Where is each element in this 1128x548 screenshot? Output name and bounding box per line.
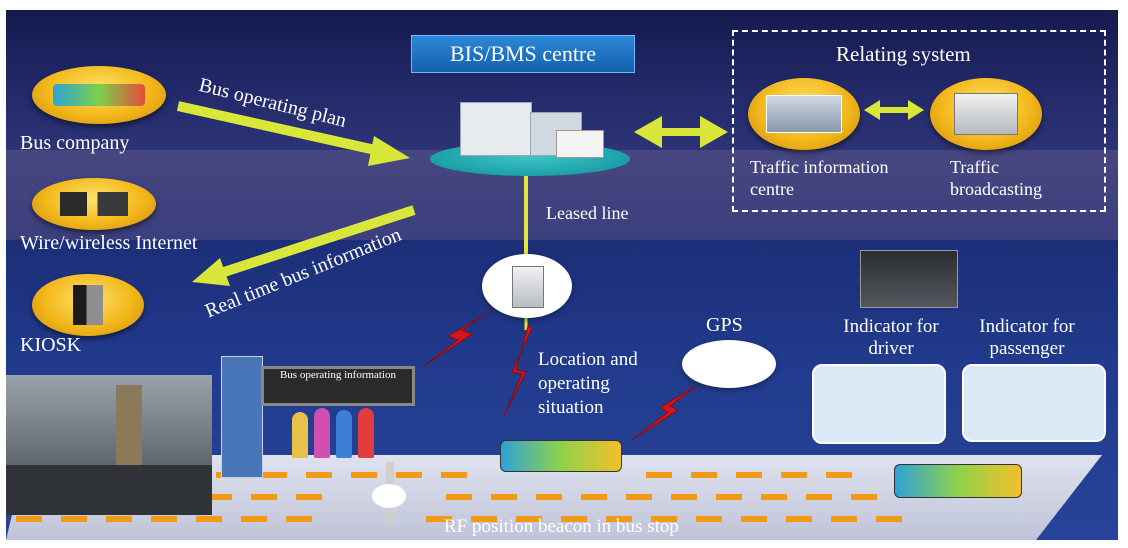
indicator-driver-label: Indicator for driver (843, 316, 939, 359)
relating-system-box (732, 30, 1106, 212)
broadcast-building-icon (954, 93, 1018, 135)
driver-indicator-bubble (812, 364, 946, 444)
driver-cab-photo (860, 250, 958, 308)
bis-bms-centre-box: BIS/BMS centre (411, 35, 635, 73)
bus-stop-photo (6, 375, 212, 515)
rf-beacon-caption: RF position beacon in bus stop (444, 516, 679, 537)
traffic-broadcasting-label: Traffic broadcasting (950, 157, 1042, 199)
server-icon (512, 266, 544, 308)
bus-right (894, 464, 1022, 498)
traffic-information-centre-oval (748, 78, 860, 150)
leased-line-label: Leased line (546, 203, 629, 223)
traffic-camera-icon (766, 95, 842, 133)
server-cloud (482, 254, 572, 318)
traffic-link-arrow (864, 100, 924, 120)
kiosk-icon (73, 285, 103, 325)
bus-company-label: Bus company (20, 132, 130, 154)
bus-company-oval (32, 66, 166, 124)
computer-phone-icon (60, 192, 128, 216)
centre-relating-double-arrow (634, 116, 728, 148)
kiosk-label: KIOSK (20, 334, 82, 356)
bus-icon (53, 84, 145, 106)
lightning-to-bus (503, 325, 533, 417)
passenger-indicator-bubble (962, 364, 1106, 442)
traffic-broadcasting-oval (930, 78, 1042, 150)
centre-building (430, 96, 630, 176)
rf-beacon-head (372, 484, 406, 508)
gps-label: GPS (706, 314, 743, 336)
real-time-arrow (192, 205, 416, 286)
diagram-canvas: BIS/BMS centre Relating system Traffic i… (6, 10, 1118, 540)
internet-oval (32, 178, 156, 230)
lightning-to-display (423, 309, 493, 367)
bus-operating-information-display: Bus operating information (261, 366, 415, 406)
lightning-gps-bus (631, 385, 697, 441)
bus-stop-panel (221, 356, 263, 478)
internet-label: Wire/wireless Internet (20, 232, 198, 254)
gps-cloud (682, 340, 776, 388)
passengers-group (290, 406, 380, 462)
indicator-passenger-label: Indicator for passenger (979, 316, 1075, 359)
traffic-information-centre-label: Traffic information centre (750, 157, 889, 199)
location-operating-situation-label: Location and operating situation (538, 349, 638, 418)
relating-system-title: Relating system (836, 42, 971, 66)
bus-operating-plan-arrow (176, 101, 410, 166)
kiosk-oval (32, 274, 144, 336)
bus-center (500, 440, 622, 472)
bus-operating-information-text: Bus operating information (279, 369, 397, 381)
